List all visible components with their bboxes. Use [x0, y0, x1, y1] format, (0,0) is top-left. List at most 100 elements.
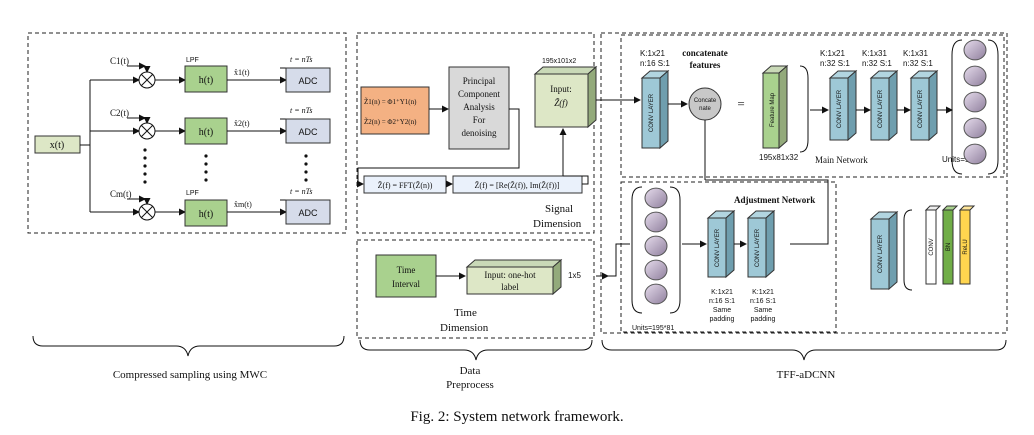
mixer-2-label: C2(t) — [110, 108, 129, 118]
svg-text:Z̃2(n) = Φ2⁺Y2(n): Z̃2(n) = Φ2⁺Y2(n) — [364, 118, 417, 126]
channel-ellipsis — [143, 148, 308, 184]
pca-box — [448, 66, 510, 150]
svg-text:concatenate: concatenate — [682, 48, 727, 58]
main-bracket — [799, 65, 809, 153]
svg-text:n:32 S:1: n:32 S:1 — [862, 59, 892, 68]
svg-text:Z̃(f) = [Re(Z̃(f)), Im(Z̃(f))]: Z̃(f) = [Re(Z̃(f)), Im(Z̃(f))] — [475, 180, 560, 190]
svg-text:Feature Map: Feature Map — [770, 92, 776, 127]
svg-text:1x5: 1x5 — [568, 271, 581, 280]
svg-text:x̂2(t): x̂2(t) — [234, 119, 250, 128]
svg-text:CONV LAYER: CONV LAYER — [918, 89, 924, 128]
feature-map-block: Feature Map — [761, 64, 789, 150]
adjustment-input-unit — [644, 211, 668, 233]
svg-text:ADC: ADC — [298, 76, 318, 86]
mwc-channel-m: Cm(t) LPF h(t) x̂m(t) t = nTs ADC — [90, 187, 331, 227]
tffadcnn-brace — [601, 339, 1007, 361]
svg-text:n:16 S:1: n:16 S:1 — [709, 298, 735, 305]
svg-text:LPF: LPF — [186, 57, 199, 64]
mwc-channel-2: C2(t) h(t) x̂2(t) t = nTs ADC — [90, 106, 331, 145]
svg-text:t = nTs: t = nTs — [290, 106, 312, 115]
mixer-1-label: C1(t) — [110, 56, 129, 66]
main-units-bracket-right — [987, 39, 999, 175]
svg-text:LPF: LPF — [186, 190, 199, 197]
svg-text:K:1x21: K:1x21 — [820, 49, 845, 58]
svg-text:195x81x32: 195x81x32 — [759, 153, 799, 162]
svg-text:Principal: Principal — [463, 76, 496, 86]
svg-text:Same: Same — [713, 307, 731, 314]
svg-text:For: For — [473, 115, 486, 125]
onehot-input-box — [465, 258, 563, 296]
svg-text:BN: BN — [946, 243, 952, 251]
svg-text:CONV LAYER: CONV LAYER — [755, 228, 761, 267]
svg-text:K:1x31: K:1x31 — [903, 49, 928, 58]
svg-text:Analysis: Analysis — [463, 102, 495, 112]
adc-1-box — [285, 67, 331, 93]
svg-text:features: features — [690, 60, 721, 70]
svg-text:Dimension: Dimension — [440, 322, 489, 334]
svg-text:Input: one-hot: Input: one-hot — [484, 270, 536, 280]
svg-text:Preprocess: Preprocess — [446, 379, 494, 391]
main-output-unit — [963, 65, 987, 87]
adj-units-bracket-left — [631, 186, 643, 314]
lpf-m-box — [184, 199, 228, 227]
svg-text:Signal: Signal — [545, 203, 573, 215]
svg-text:h(t): h(t) — [199, 75, 213, 86]
svg-text:n:32 S:1: n:32 S:1 — [903, 59, 933, 68]
svg-text:Units=195*81: Units=195*81 — [632, 325, 674, 332]
svg-text:K:1x31: K:1x31 — [862, 49, 887, 58]
adjustment-input-unit — [644, 235, 668, 257]
main-output-unit — [963, 117, 987, 139]
svg-text:Main Network: Main Network — [815, 155, 868, 165]
main-network-region — [620, 34, 1005, 178]
main-conv-layer-3: CONV LAYER — [869, 69, 899, 142]
svg-text:K:1x21: K:1x21 — [752, 289, 774, 296]
main-output-unit — [963, 143, 987, 165]
svg-text:t = nTs: t = nTs — [290, 187, 312, 196]
adc-m-box — [285, 199, 331, 225]
adjustment-network-region — [620, 181, 837, 333]
lpf-2-box — [184, 117, 228, 145]
svg-text:n:16 S:1: n:16 S:1 — [750, 298, 776, 305]
mixer-m-label: Cm(t) — [110, 189, 132, 199]
svg-text:CONV LAYER: CONV LAYER — [878, 89, 884, 128]
lpf-1-box — [184, 65, 228, 93]
svg-text:n:16 S:1: n:16 S:1 — [640, 59, 670, 68]
svg-text:Z̃(f) = FFT(Z̃(n)): Z̃(f) = FFT(Z̃(n)) — [378, 180, 433, 190]
svg-text:n:32 S:1: n:32 S:1 — [820, 59, 850, 68]
svg-text:Z̃1(n) = Φ1⁺Y1(n): Z̃1(n) = Φ1⁺Y1(n) — [364, 98, 417, 106]
mwc-channel-1: C1(t) LPF h(t) x̂1(t) t = nTs ADC — [90, 55, 331, 93]
svg-text:Component: Component — [458, 89, 500, 99]
svg-text:Input:: Input: — [550, 84, 572, 94]
adjustment-input-unit — [644, 283, 668, 305]
svg-text:ReLU: ReLU — [963, 239, 969, 254]
svg-text:K:1x21: K:1x21 — [711, 289, 733, 296]
svg-text:padding: padding — [751, 316, 776, 323]
svg-text:Units=195: Units=195 — [942, 155, 979, 164]
input-signal-label: x(t) — [50, 140, 64, 151]
conv-layer-legend: CONV LAYER CONV BN ReLU — [869, 205, 976, 291]
svg-text:h(t): h(t) — [199, 127, 213, 138]
svg-text:TFF-aDCNN: TFF-aDCNN — [777, 369, 836, 381]
signal-dimension-region — [356, 32, 595, 234]
svg-text:denoising: denoising — [462, 128, 497, 138]
svg-text:Adjustment Network: Adjustment Network — [734, 195, 815, 205]
svg-text:padding: padding — [710, 316, 735, 323]
adc-2-box — [285, 118, 331, 144]
main-conv-layer-2: CONV LAYER — [828, 69, 858, 142]
preprocess-brace — [359, 339, 593, 361]
svg-text:ADC: ADC — [298, 208, 318, 218]
svg-text:=: = — [737, 96, 744, 111]
svg-text:CONV LAYER: CONV LAYER — [837, 89, 843, 128]
mwc-caption: Compressed sampling using MWC — [113, 369, 267, 381]
adjustment-input-unit — [644, 259, 668, 281]
svg-text:Interval: Interval — [392, 279, 420, 289]
concatenate-node — [688, 87, 722, 121]
svg-text:Data: Data — [460, 365, 481, 377]
svg-text:Dimension: Dimension — [533, 218, 582, 230]
figure-caption: Fig. 2: System network framework. — [410, 409, 623, 425]
svg-text:x̂1(t): x̂1(t) — [234, 68, 250, 77]
svg-text:Time: Time — [454, 307, 477, 319]
mwc-brace — [32, 335, 345, 357]
main-output-unit — [963, 91, 987, 113]
signal-input-box — [533, 65, 598, 129]
